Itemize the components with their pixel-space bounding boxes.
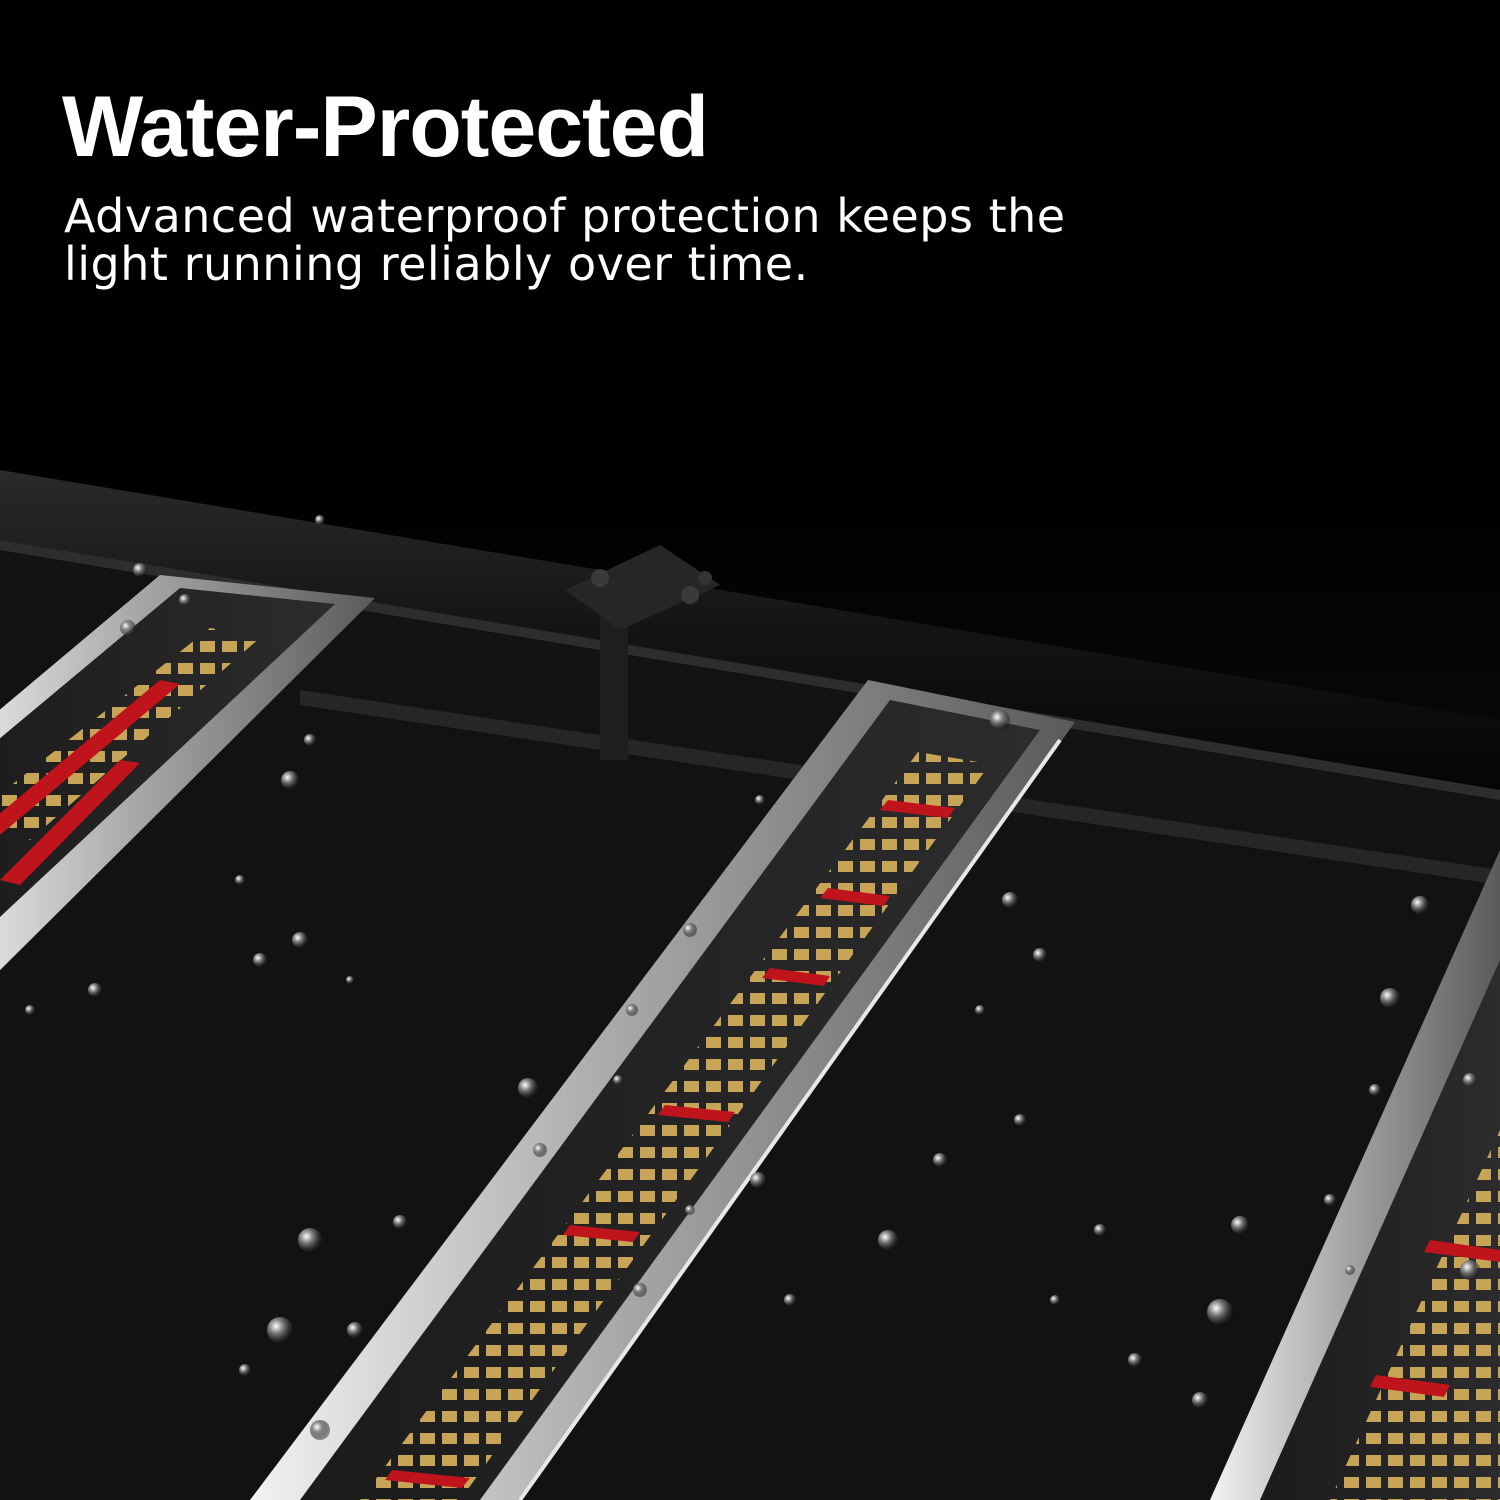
banner-subtitle: Advanced waterproof protection keeps the… (64, 189, 1066, 291)
rear-rail (0, 470, 1500, 790)
light-bar-left (0, 575, 375, 971)
light-bar-right (1210, 850, 1500, 1500)
water-droplets-icon (25, 515, 1480, 1440)
banner-title: Water-Protected (62, 79, 709, 175)
rail-connector (565, 545, 720, 630)
light-bar-center (250, 680, 1075, 1500)
